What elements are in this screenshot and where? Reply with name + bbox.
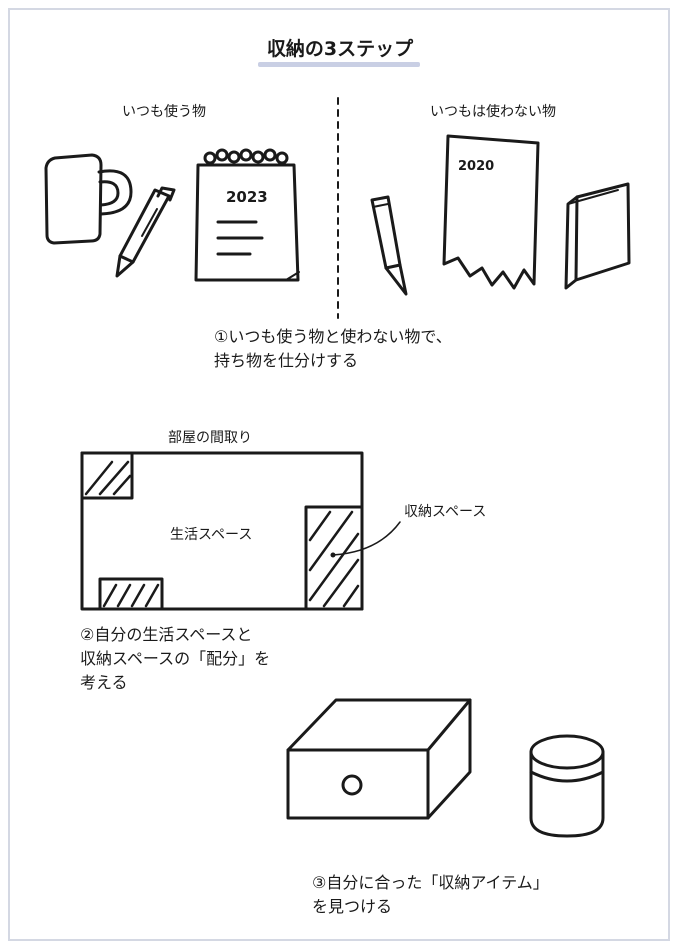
drawer-handle (343, 776, 361, 794)
step2-caption-line2: 収納スペースの「配分」を (80, 649, 271, 668)
calendar-2023-year: 2023 (226, 188, 268, 206)
floorplan-diagram (82, 453, 362, 609)
step2-caption-line1: ②自分の生活スペースと (80, 625, 253, 644)
mug-icon (46, 155, 131, 243)
step3-caption-line1: ③自分に合った「収納アイテム」 (312, 873, 549, 892)
title-underline (258, 62, 420, 67)
calendar-2020-year: 2020 (458, 159, 494, 174)
canister-icon (531, 736, 603, 836)
storage-area-right (306, 507, 362, 609)
step1-caption-line1: ①いつも使う物と使わない物で、 (214, 327, 452, 346)
living-space-label: 生活スペース (170, 527, 253, 543)
storage-space-label: 収納スペース (404, 504, 487, 520)
floorplan-label: 部屋の間取り (168, 430, 252, 446)
calendar-2023-icon (196, 150, 299, 280)
book-icon (566, 184, 629, 288)
pen-icon (117, 188, 174, 276)
step1-caption-line2: 持ち物を仕分けする (214, 351, 359, 370)
pencil-icon (372, 197, 406, 294)
storage-leader-dot (330, 552, 336, 558)
used-items-label: いつも使う物 (122, 104, 206, 120)
page-title: 収納の3ステップ (266, 38, 414, 60)
unused-items-label: いつもは使わない物 (430, 104, 556, 120)
step2-caption-line3: 考える (80, 673, 128, 692)
step3-caption-line2: を見つける (312, 897, 393, 916)
storage-leader-line (333, 522, 400, 555)
calendar-2020-icon (444, 136, 538, 288)
page-frame (8, 8, 670, 941)
storage-area-top-left (82, 453, 132, 498)
storage-area-bottom (100, 579, 162, 609)
drawer-box-icon (288, 700, 470, 818)
